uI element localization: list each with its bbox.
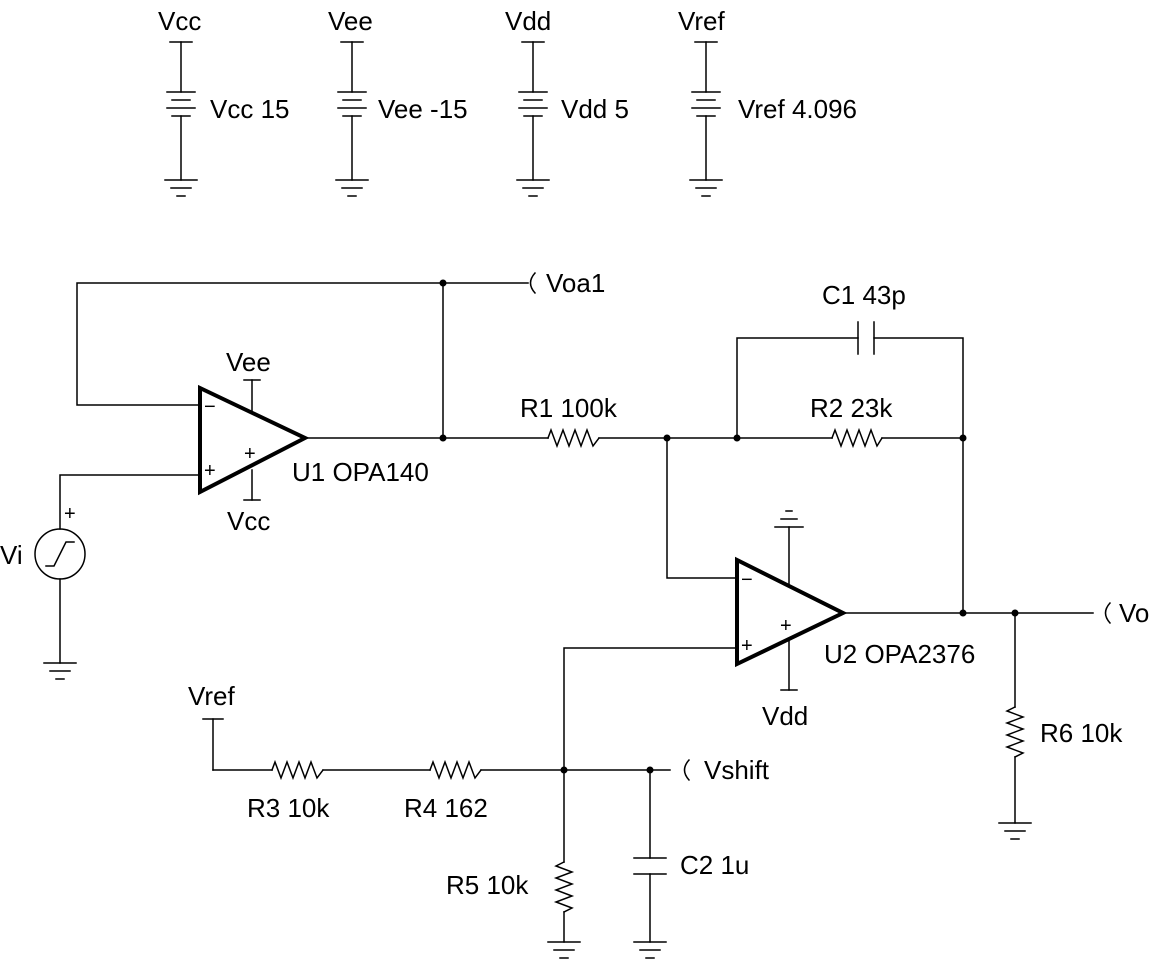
u1-supply-plus-sign: + (244, 443, 256, 465)
capacitor-c2-label: C2 1u (680, 850, 749, 880)
net-label-voa1: Voa1 (546, 268, 605, 298)
resistor-r3: R3 10k (247, 759, 330, 823)
resistor-r4-label: R4 162 (404, 793, 488, 823)
source-vi-label: Vi (0, 540, 23, 570)
u2-noninverting-input-sign: + (741, 635, 753, 657)
supply-vcc-value: Vcc 15 (210, 94, 290, 124)
u1-bottom-supply-label: Vcc (227, 506, 270, 536)
resistor-r5-label: R5 10k (446, 870, 529, 900)
resistor-r5: R5 10k (446, 769, 581, 959)
opamp-u1: − + + Vee Vcc U1 OPA140 (198, 347, 429, 536)
u2-inverting-input-sign: − (741, 569, 753, 591)
supply-vdd-net-label: Vdd (505, 6, 551, 36)
resistor-r2: R2 23k (810, 393, 893, 449)
supply-vref: Vref Vref 4.096 (678, 6, 857, 197)
supply-vee: Vee Vee -15 (328, 6, 468, 197)
opamp-u2: − + + Vdd U2 OPA2376 (735, 510, 975, 731)
u2-supply-plus-sign: + (780, 615, 792, 637)
resistor-r4: R4 162 (404, 759, 488, 823)
supply-vcc-net-label: Vcc (158, 6, 201, 36)
supply-vdd: Vdd Vdd 5 (505, 6, 629, 197)
resistor-r1: R1 100k (520, 393, 668, 449)
supply-vcc: Vcc Vcc 15 (158, 6, 290, 197)
resistor-r2-label: R2 23k (810, 393, 893, 423)
supply-vref-net-label: Vref (678, 6, 725, 36)
u2-feedback-wiring (663, 337, 1094, 617)
source-vi-plus-sign: + (64, 503, 76, 525)
input-source-vi: Vi + (0, 474, 201, 680)
capacitor-c1: C1 43p (822, 280, 906, 355)
net-label-vshift: Vshift (704, 755, 770, 785)
u1-noninverting-input-sign: + (204, 460, 216, 482)
supply-vee-value: Vee -15 (378, 94, 468, 124)
u2-part-label: U2 OPA2376 (824, 639, 975, 669)
net-flag-vo: Vo (1104, 598, 1149, 628)
net-label-vo: Vo (1119, 598, 1149, 628)
u1-feedback-wiring (76, 279, 549, 442)
vshift-wiring: Vref (188, 647, 738, 774)
u2-bottom-supply-label: Vdd (762, 701, 808, 731)
resistor-r6-label: R6 10k (1040, 718, 1123, 748)
u1-inverting-input-sign: − (204, 396, 216, 418)
supply-vee-net-label: Vee (328, 6, 373, 36)
capacitor-c2: C2 1u (633, 769, 749, 959)
vref-net-label: Vref (188, 681, 235, 711)
supply-vdd-value: Vdd 5 (561, 94, 629, 124)
u1-part-label: U1 OPA140 (292, 457, 429, 487)
u1-top-supply-label: Vee (226, 347, 271, 377)
net-flag-vshift: Vshift (683, 755, 770, 785)
resistor-r6: R6 10k (998, 612, 1123, 840)
supply-vref-value: Vref 4.096 (738, 94, 857, 124)
resistor-r1-label: R1 100k (520, 393, 618, 423)
net-flag-voa1: Voa1 (529, 268, 605, 298)
resistor-r3-label: R3 10k (247, 793, 330, 823)
capacitor-c1-label: C1 43p (822, 280, 906, 310)
